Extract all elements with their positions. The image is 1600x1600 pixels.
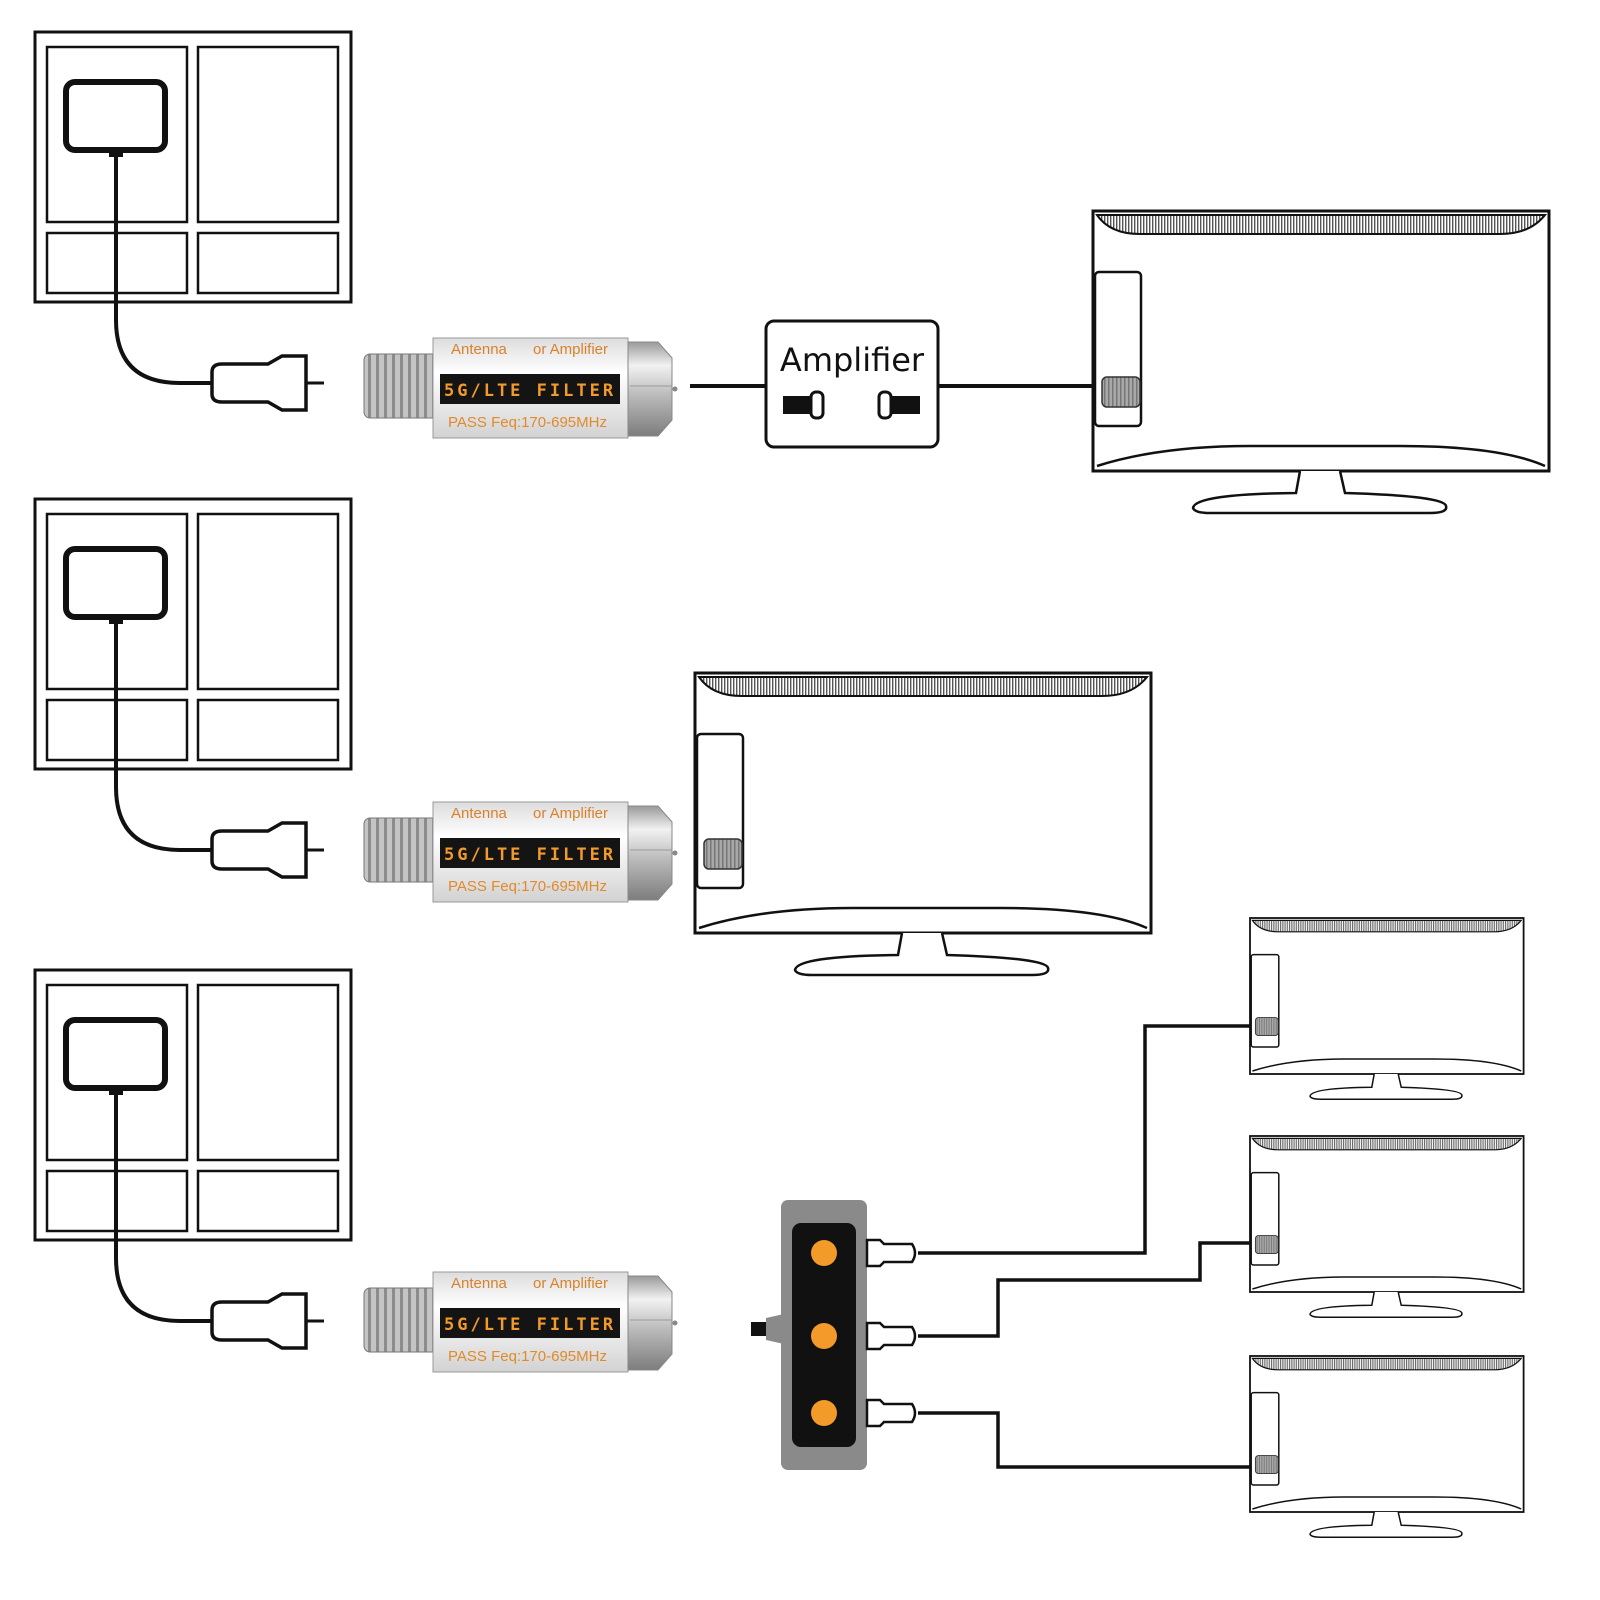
amplifier-label: Amplifier: [780, 341, 925, 379]
filter-1-band-label: 5G/LTE FILTER: [444, 381, 616, 401]
filter-1: Antenna or Amplifier 5G/LTE FILTER PASS …: [363, 337, 678, 439]
filter-2: Antenna or Amplifier 5G/LTE FILTER PASS …: [363, 801, 678, 903]
filter-1-top-left: Antenna: [451, 341, 508, 358]
tv-3a: [1250, 918, 1524, 1099]
amplifier-output-port-icon: [877, 390, 920, 420]
tv-1: [1091, 209, 1551, 515]
window-antenna-3: [35, 970, 351, 1348]
filter-1-pass-label: PASS Feq:170-695MHz: [448, 414, 607, 431]
filter-3-top-right: or Amplifier: [533, 1275, 608, 1292]
filter-3-band-label: 5G/LTE FILTER: [444, 1315, 616, 1335]
tv-3b: [1250, 1136, 1524, 1317]
scenario-1: Antenna or Amplifier 5G/LTE FILTER PASS …: [35, 32, 1551, 515]
filter-2-top-left: Antenna: [451, 805, 508, 822]
filter-1-top-right: or Amplifier: [533, 341, 608, 358]
amplifier-input-port-icon: [783, 390, 825, 420]
tv-3c: [1250, 1356, 1524, 1537]
filter-3-pass-label: PASS Feq:170-695MHz: [448, 1348, 607, 1365]
scenario-2: Antenna or Amplifier 5G/LTE FILTER PASS …: [35, 499, 678, 903]
amplifier-box: Amplifier: [764, 319, 940, 449]
splitter: [751, 1200, 917, 1470]
splitter-output-1-icon: [811, 1240, 837, 1266]
filter-2-top-right: or Amplifier: [533, 805, 608, 822]
filter-3: Antenna or Amplifier 5G/LTE FILTER PASS …: [363, 1271, 678, 1373]
filter-3-top-left: Antenna: [451, 1275, 508, 1292]
scenario-3: Antenna or Amplifier 5G/LTE FILTER PASS …: [35, 918, 1524, 1537]
tv-2: [693, 671, 1153, 977]
filter-2-pass-label: PASS Feq:170-695MHz: [448, 878, 607, 895]
splitter-output-3-icon: [811, 1400, 837, 1426]
window-antenna-2: [35, 499, 351, 877]
filter-2-band-label: 5G/LTE FILTER: [444, 845, 616, 865]
splitter-cables: [918, 1024, 1256, 1469]
splitter-output-2-icon: [811, 1323, 837, 1349]
window-antenna-1: [35, 32, 351, 410]
